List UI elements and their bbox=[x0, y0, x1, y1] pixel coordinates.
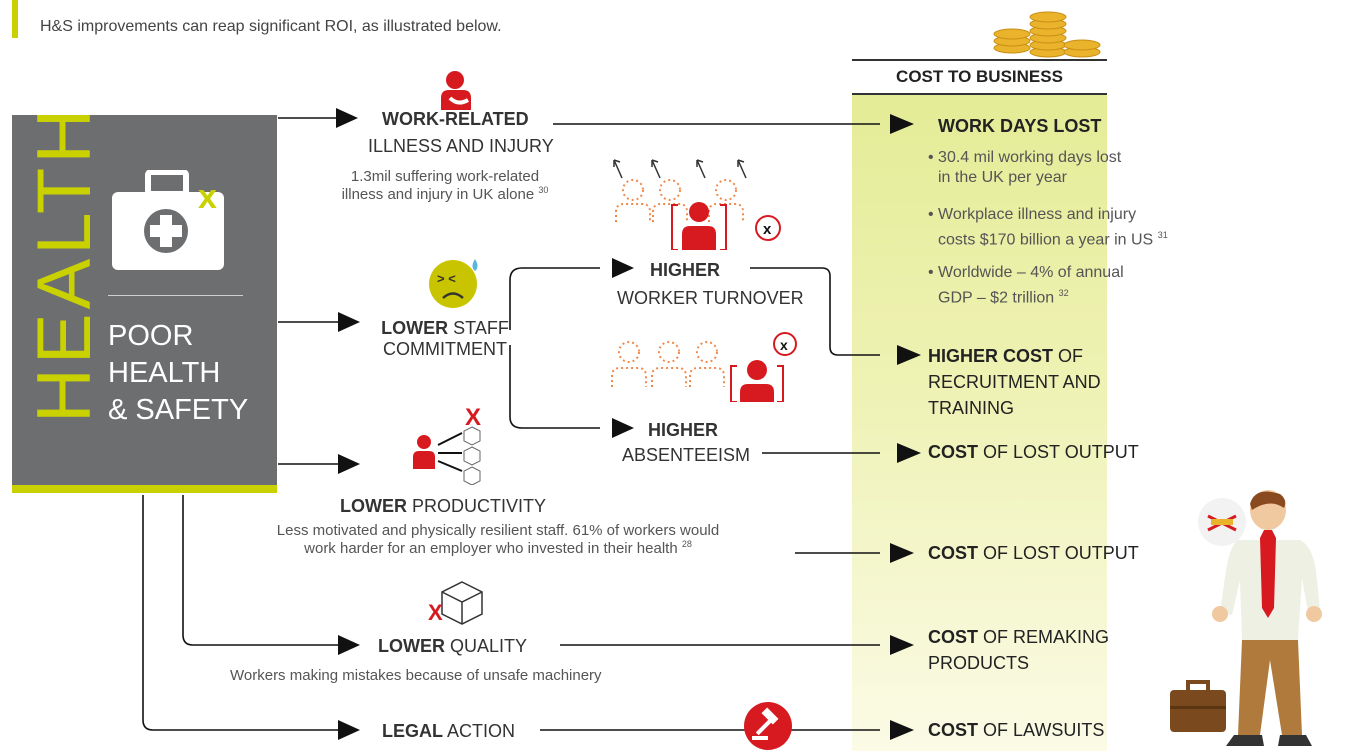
svg-text:x: x bbox=[763, 221, 772, 238]
absenteeism-title: HIGHER bbox=[648, 420, 719, 440]
recruitment-cost: HIGHER COST OF RECRUITMENT AND TRAINING bbox=[928, 346, 1101, 418]
work-days-bullet-2: • Workplace illness and injury costs $17… bbox=[928, 206, 1168, 249]
injured-worker-icon bbox=[441, 71, 471, 110]
svg-text:X: X bbox=[465, 405, 481, 431]
broke-businessman-illustration bbox=[1170, 490, 1322, 746]
gavel-icon bbox=[744, 702, 792, 750]
svg-text:x: x bbox=[198, 178, 217, 216]
svg-text:X: X bbox=[428, 600, 443, 625]
sad-face-icon: > < bbox=[429, 259, 478, 308]
staff-commitment-label: LOWER STAFF COMMITMENT bbox=[381, 318, 509, 359]
lost-output-cost-2: COST OF LOST OUTPUT bbox=[928, 543, 1139, 563]
work-days-bullet-3: • Worldwide – 4% of annual GDP – $2 tril… bbox=[928, 264, 1124, 307]
turnover-title: HIGHER bbox=[650, 260, 721, 280]
health-panel-underline bbox=[12, 485, 277, 493]
worker-turnover-icon: x bbox=[613, 159, 781, 250]
remaking-cost: COST OF REMAKING PRODUCTS bbox=[928, 627, 1110, 673]
health-panel bbox=[12, 115, 277, 485]
productivity-note: Less motivated and physically resilient … bbox=[276, 522, 720, 557]
intro-line: H&S improvements can reap significant RO… bbox=[40, 18, 502, 35]
absenteeism-subtitle: ABSENTEEISM bbox=[622, 445, 751, 465]
productivity-label: LOWER PRODUCTIVITY bbox=[340, 496, 547, 516]
work-related-subtitle: ILLNESS AND INJURY bbox=[368, 136, 554, 156]
productivity-icon: X bbox=[413, 405, 481, 485]
svg-text:> <: > < bbox=[437, 271, 456, 286]
quality-note: Workers making mistakes because of unsaf… bbox=[230, 667, 602, 684]
work-days-bullet-1: • 30.4 mil working days lost in the UK p… bbox=[928, 149, 1122, 186]
first-aid-kit-icon: x bbox=[112, 170, 224, 270]
turnover-subtitle: WORKER TURNOVER bbox=[617, 288, 804, 308]
work-days-lost-title: WORK DAYS LOST bbox=[938, 116, 1102, 136]
lost-output-cost-1: COST OF LOST OUTPUT bbox=[928, 442, 1139, 462]
poor-divider bbox=[108, 295, 243, 296]
work-related-title: WORK-RELATED bbox=[382, 109, 529, 129]
lawsuits-cost: COST OF LAWSUITS bbox=[928, 720, 1105, 740]
coins-icon bbox=[993, 11, 1101, 58]
intro-accent-bar bbox=[12, 0, 18, 38]
cost-header: COST TO BUSINESS bbox=[852, 59, 1107, 95]
quality-label: LOWER QUALITY bbox=[378, 636, 528, 656]
legal-label: LEGAL ACTION bbox=[382, 721, 516, 741]
poor-health-label: POOR HEALTH & SAFETY bbox=[108, 320, 249, 426]
absent-workers-icon: x bbox=[611, 332, 797, 402]
broken-box-icon: X bbox=[428, 581, 483, 625]
work-related-note: 1.3mil suffering work-related illness an… bbox=[341, 168, 549, 203]
svg-text:x: x bbox=[780, 337, 788, 353]
